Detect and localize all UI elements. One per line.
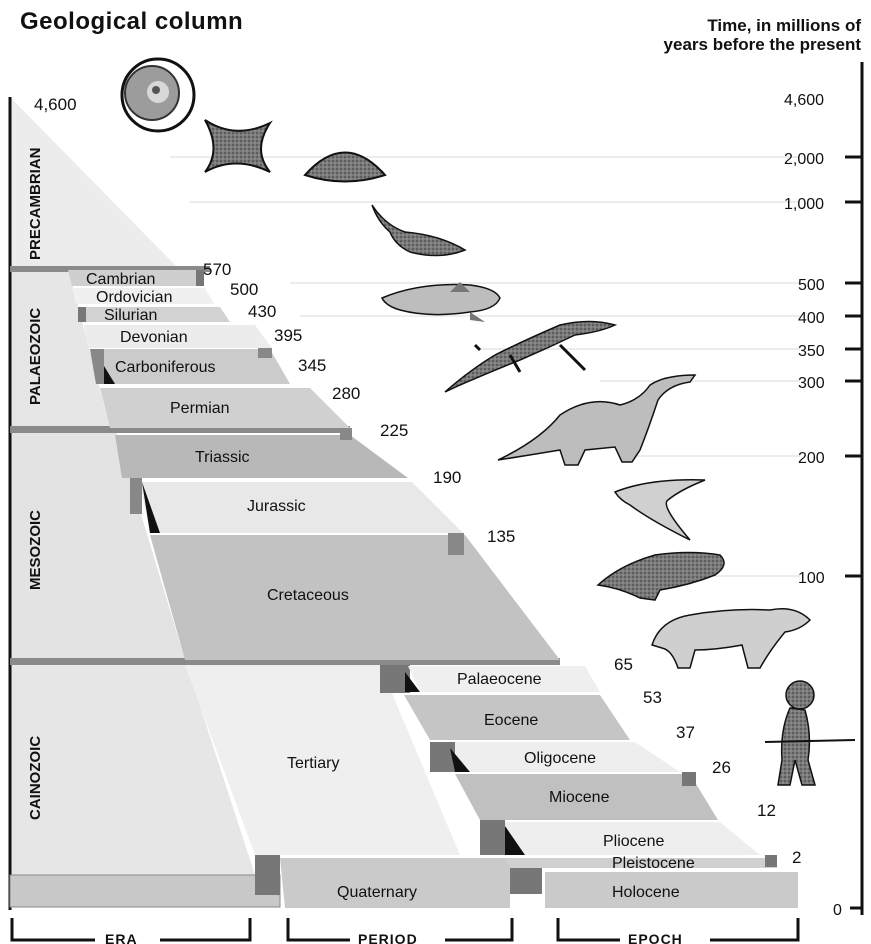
boundary-age: 570: [203, 260, 231, 279]
period-label-ordovician: Ordovician: [96, 289, 172, 306]
period-label-jurassic: Jurassic: [247, 498, 306, 515]
boundary-age: 65: [614, 655, 633, 674]
era-column-label: ERA: [105, 931, 138, 944]
jawless-fish-icon: [372, 205, 465, 256]
period-slab-triassic: [115, 435, 408, 478]
time-axis-label: 400: [798, 310, 825, 327]
period-label-permian: Permian: [170, 400, 230, 417]
amphibian-icon: [445, 322, 615, 393]
epoch-label-holocene: Holocene: [612, 884, 680, 901]
time-axis-label: 200: [798, 450, 825, 467]
epoch-label-pliocene: Pliocene: [603, 833, 664, 850]
epoch-column-label: EPOCH: [628, 931, 683, 944]
pterosaur-icon: [615, 480, 705, 540]
period-label-silurian: Silurian: [104, 307, 157, 324]
boundary-age: 430: [248, 302, 276, 321]
period-label-tertiary: Tertiary: [287, 755, 339, 772]
boundary-age: 135: [487, 527, 515, 546]
era-label-mesozoic: MESOZOIC: [27, 510, 44, 590]
era-label-precambrian: PRECAMBRIAN: [27, 148, 44, 261]
early-mammal-icon: [598, 553, 724, 601]
mammal-icon: [652, 609, 810, 668]
early-human-icon: [765, 681, 855, 785]
boundary-age: 500: [230, 280, 258, 299]
time-axis-label: 500: [798, 277, 825, 294]
period-label-cambrian: Cambrian: [86, 271, 155, 288]
boundary-age: 280: [332, 384, 360, 403]
epoch-label-pleistocene: Pleistocene: [612, 855, 695, 872]
epoch-label-eocene: Eocene: [484, 712, 538, 729]
time-axis-label: 1,000: [784, 196, 824, 213]
period-slab-cretaceous: [150, 535, 560, 660]
time-axis-label: 0: [833, 902, 842, 919]
boundary-age: 37: [676, 723, 695, 742]
time-axis-label: 2,000: [784, 151, 824, 168]
boundary-age: 26: [712, 758, 731, 777]
time-axis-label: 4,600: [784, 92, 824, 109]
boundary-age: 225: [380, 421, 408, 440]
boundary-age: 12: [757, 801, 776, 820]
period-label-devonian: Devonian: [120, 329, 188, 346]
period-label-quaternary: Quaternary: [337, 884, 417, 901]
epoch-label-palaeocene: Palaeocene: [457, 671, 542, 688]
epoch-label-miocene: Miocene: [549, 789, 610, 806]
epoch-label-oligocene: Oligocene: [524, 750, 596, 767]
boundary-age: 395: [274, 326, 302, 345]
period-label-cretaceous: Cretaceous: [267, 587, 349, 604]
period-label-carboniferous: Carboniferous: [115, 359, 216, 376]
time-axis-label: 300: [798, 375, 825, 392]
boundary-age: 345: [298, 356, 326, 375]
era-label-cainozoic: CAINOZOIC: [27, 736, 44, 820]
boundary-age: 190: [433, 468, 461, 487]
period-label-triassic: Triassic: [195, 449, 250, 466]
microorganism-icon: [205, 120, 270, 172]
boundary-age: 2: [792, 848, 801, 867]
time-axis-label: 350: [798, 343, 825, 360]
period-column-label: PERIOD: [358, 931, 418, 944]
time-axis-label: 100: [798, 570, 825, 587]
early-earth-icon: [122, 59, 194, 131]
boundary-age: 4,600: [34, 95, 77, 114]
boundary-age: 53: [643, 688, 662, 707]
time-axis: 4,600 2,000 1,000 500 400 350 300 200 10…: [784, 62, 862, 919]
sauropod-icon: [498, 375, 695, 465]
era-label-palaeozoic: PALAEOZOIC: [27, 308, 44, 405]
